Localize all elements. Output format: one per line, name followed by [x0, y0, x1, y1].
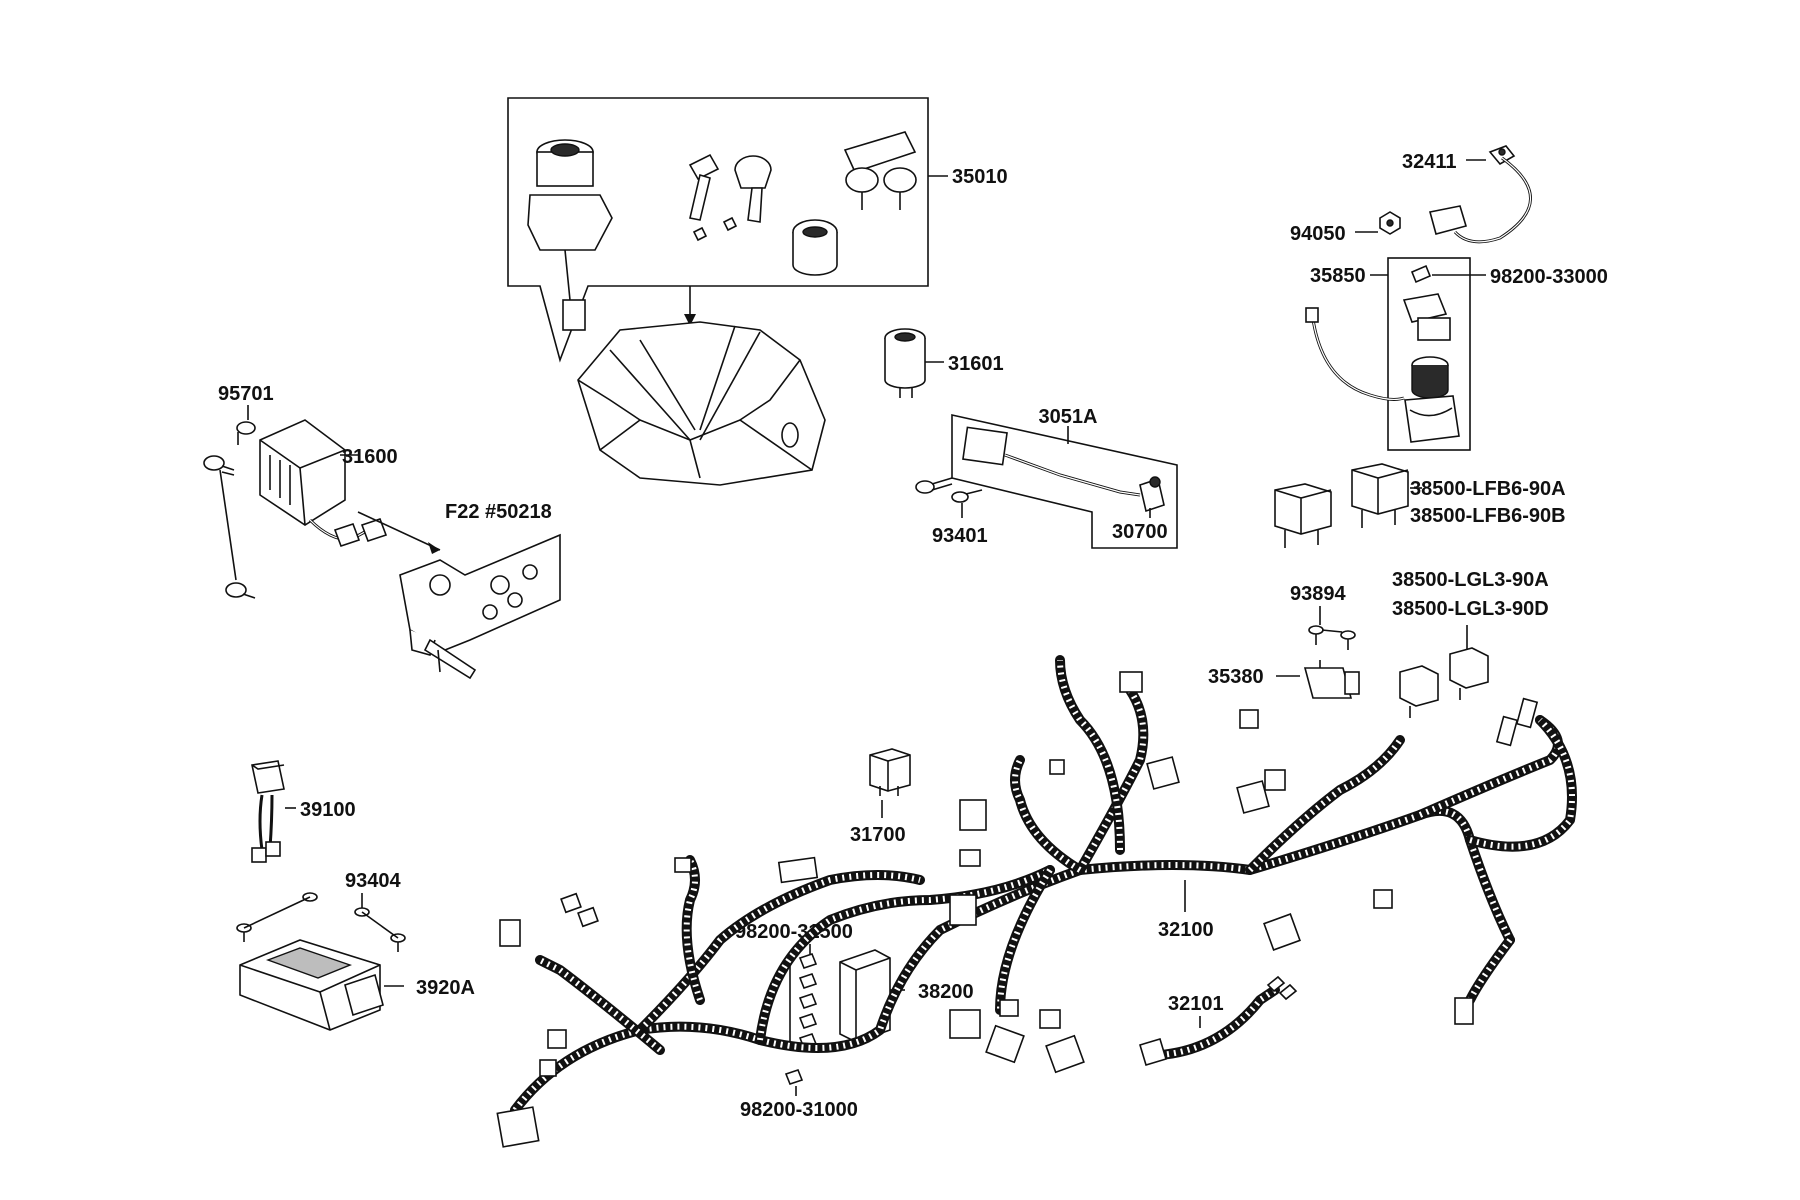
part-31601: 31601 [884, 328, 1004, 398]
callout-32100: 32100 [1158, 919, 1214, 941]
callout-32101: 32101 [1168, 993, 1224, 1015]
callout-38200: 38200 [918, 981, 974, 1003]
callout-31700: 31700 [850, 824, 906, 846]
handlebar-cover [577, 321, 826, 486]
callout-98200-31000: 98200-31000 [740, 1099, 858, 1121]
callout-F22: F22 #50218 [445, 501, 552, 523]
callout-30700: 30700 [1112, 521, 1168, 543]
fuse-group: 98200-31500 38200 98200-31000 [735, 921, 974, 1121]
part-93401: 93401 [915, 477, 988, 547]
callout-93894: 93894 [1290, 583, 1346, 605]
callout-98200-31500: 98200-31500 [735, 921, 853, 943]
callout-31601: 31601 [948, 353, 1004, 375]
callout-98200-33000: 98200-33000 [1490, 266, 1608, 288]
regulator-group: 95701 31600 [203, 383, 441, 599]
part-39100: 39100 [251, 760, 356, 863]
part-3051A: 3051A 30700 [951, 406, 1178, 549]
bracket-F22: F22 #50218 [399, 501, 561, 680]
relays-LGL3: 38500-LGL3-90A 38500-LGL3-90D [1392, 569, 1549, 718]
seat-locks [843, 131, 917, 210]
callout-93401: 93401 [932, 525, 988, 547]
starter-relay-group: 32411 94050 35850 98200-33000 [1290, 145, 1608, 451]
part-31700: 31700 [850, 748, 911, 846]
ecu-group: 93404 3920A [236, 870, 475, 1031]
callout-38500-LGL3-90D: 38500-LGL3-90D [1392, 598, 1549, 620]
callout-3920A: 3920A [416, 977, 475, 999]
ignition-kit-box: 35010 [507, 97, 1008, 363]
callout-93404: 93404 [345, 870, 401, 892]
callout-32411: 32411 [1402, 151, 1457, 173]
callout-31600: 31600 [342, 446, 398, 468]
ignition-switch [527, 139, 613, 331]
callout-3051A: 3051A [1039, 406, 1098, 428]
callout-38500-LFB6-90B: 38500-LFB6-90B [1410, 505, 1566, 527]
part-35380-group: 93894 35380 [1208, 583, 1360, 699]
callout-38500-LGL3-90A: 38500-LGL3-90A [1392, 569, 1549, 591]
callout-35380: 35380 [1208, 666, 1264, 688]
relays-LFB6: 38500-LFB6-90A 38500-LFB6-90B [1274, 463, 1566, 548]
main-harness: 32100 [496, 655, 1577, 1148]
callout-35850: 35850 [1310, 265, 1366, 287]
lock-cylinder [792, 219, 838, 276]
part-32101: 32101 [1139, 975, 1298, 1066]
keys [688, 153, 772, 242]
callout-39100: 39100 [300, 799, 356, 821]
callout-95701: 95701 [218, 383, 274, 405]
callout-94050: 94050 [1290, 223, 1346, 245]
callout-38500-LFB6-90A: 38500-LFB6-90A [1410, 478, 1566, 500]
callout-35010: 35010 [952, 166, 1008, 188]
